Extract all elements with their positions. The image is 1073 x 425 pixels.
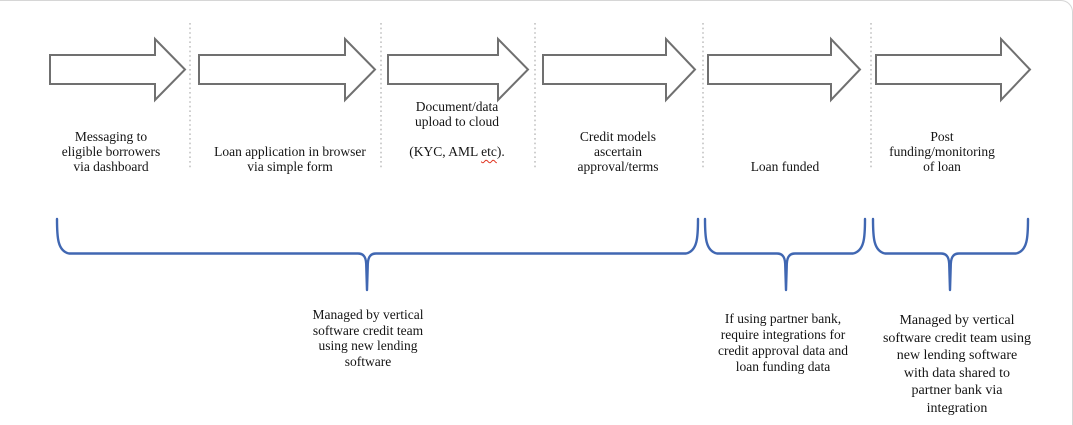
annotation-label-1: Managed by vertical software credit team… (312, 307, 424, 369)
stage-arrow-2 (198, 36, 377, 103)
stage-arrow-3 (387, 36, 530, 103)
stage-label-2: Loan application in browser via simple f… (214, 144, 366, 174)
annotation-label-2: If using partner bank, require integrati… (717, 311, 849, 374)
label-text-prefix: (KYC, AML (409, 144, 482, 159)
stage-arrow-4 (542, 36, 697, 103)
label-text-suffix: ). (496, 144, 505, 159)
stage-label-4: Credit models ascertain approval/terms (577, 129, 659, 174)
stage-3-label-line-3: (KYC, AML etc). (409, 144, 505, 159)
annotation-brace-2 (703, 217, 867, 292)
stage-label-1: Messaging to eligible borrowers via dash… (61, 129, 161, 174)
annotation-brace-3 (871, 217, 1030, 292)
stage-label-3: Document/data upload to cloud (KYC, AML … (362, 99, 552, 174)
annotation-label-3: Managed by vertical software credit team… (882, 313, 1032, 416)
stage-label-6: Post funding/monitoring of loan (889, 129, 995, 174)
stage-arrow-5 (707, 36, 862, 103)
stage-arrow-1 (49, 36, 187, 103)
misspelled-word: etc (481, 144, 497, 159)
stage-3-label-lines: Document/data upload to cloud (414, 99, 499, 129)
stage-label-5: Loan funded (750, 159, 820, 174)
annotation-brace-1 (55, 217, 700, 292)
stage-arrow-6 (875, 36, 1032, 103)
